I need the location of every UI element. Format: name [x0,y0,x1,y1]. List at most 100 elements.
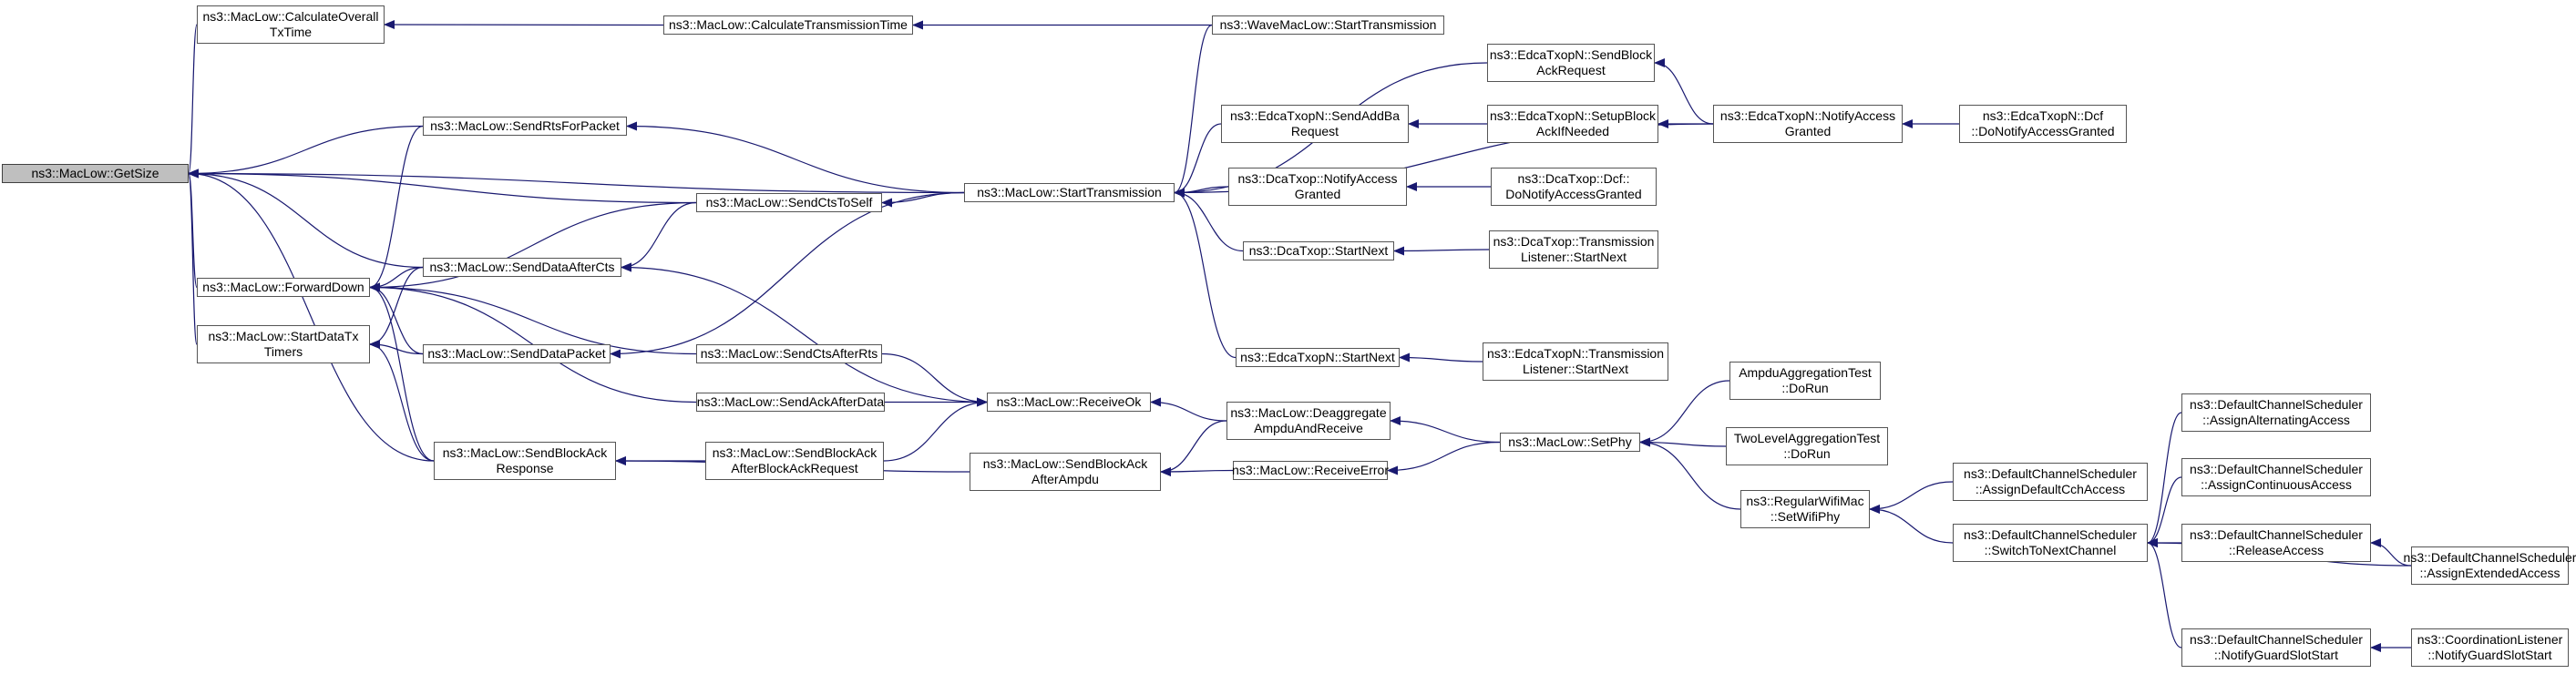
node-ctsToSelf[interactable]: ns3::MacLow::SendCtsToSelf [696,193,882,212]
edge-setPhy-to-receiveError [1387,441,1501,475]
node-label: ns3::MacLow::GetSize [31,166,159,180]
node-label: ::NotifyGuardSlotStart [2213,648,2339,662]
node-label: ns3::MacLow::StartTransmission [977,185,1162,199]
edge-startDataTimers-to-getsize [188,168,200,345]
node-schedContinuous[interactable]: ns3::DefaultChannelScheduler::AssignCont… [2181,458,2371,496]
node-dataPacket[interactable]: ns3::MacLow::SendDataPacket [423,344,611,363]
node-label: Timers [263,344,303,359]
edge-calcTx-to-calcOverall [384,20,664,30]
node-dcaDcf[interactable]: ns3::DcaTxop::Dcf::DoNotifyAccessGranted [1491,168,1657,206]
node-label: ns3::EdcaTxopN::SetupBlock [1489,108,1657,123]
edge-blockAckAfterReq-to-receiveOk [883,397,988,462]
edge-setPhy-to-deaggregate [1390,416,1501,444]
node-schedAlternating[interactable]: ns3::DefaultChannelScheduler::AssignAlte… [2181,393,2371,432]
edge-startTx-to-rtsPacket [626,121,965,194]
node-label: ns3::MacLow::ForwardDown [202,280,364,294]
node-startTx[interactable]: ns3::MacLow::StartTransmission [964,183,1175,202]
node-label: Listener::StartNext [1521,250,1627,264]
node-label: ::NotifyGuardSlotStart [2427,648,2552,662]
node-label: Granted [1784,124,1832,138]
node-ctsAfterRts[interactable]: ns3::MacLow::SendCtsAfterRts [696,344,882,363]
edge-schedSwitch-to-regularSetPhy [1869,505,1954,544]
edge-dcaStartNext-to-startTx [1174,188,1244,252]
node-label: ns3::MacLow::StartDataTx [208,329,359,343]
node-label: Listener::StartNext [1523,362,1628,376]
node-label: ns3::MacLow::SendAckAfterData [696,394,885,409]
node-edcaStartNext[interactable]: ns3::EdcaTxopN::StartNext [1236,348,1400,367]
node-ampduTest[interactable]: AmpduAggregationTest::DoRun [1729,362,1881,400]
edge-blockAckResp-to-getsize [188,168,435,462]
edge-rtsPacket-to-forwardDown [369,125,424,292]
edge-startTx-to-getsize [188,168,965,194]
node-label: ns3::MacLow::SendCtsToSelf [705,195,873,209]
node-coordGuard[interactable]: ns3::CoordinationListener::NotifyGuardSl… [2411,628,2569,667]
node-receiveOk[interactable]: ns3::MacLow::ReceiveOk [987,393,1151,412]
edge-ampduTest-to-setPhy [1639,380,1730,447]
node-schedRelease[interactable]: ns3::DefaultChannelScheduler::ReleaseAcc… [2181,524,2371,562]
edge-blockAckResp-to-startDataTimers [369,340,435,462]
node-waveStart[interactable]: ns3::WaveMacLow::StartTransmission [1212,15,1444,35]
edge-deaggregate-to-blockAckAfterAmpdu [1160,420,1227,476]
edge-schedGuard-to-schedSwitch [2147,538,2182,648]
node-label: ns3::DefaultChannelScheduler [2190,397,2363,412]
node-schedExtended[interactable]: ns3::DefaultChannelScheduler::AssignExte… [2404,546,2576,585]
edge-ctsToSelf-to-forwardDown [369,201,697,292]
node-label: ::AssignAlternatingAccess [2202,413,2350,427]
node-schedGuard[interactable]: ns3::DefaultChannelScheduler::NotifyGuar… [2181,628,2371,667]
edge-startTx-to-ctsToSelf [881,191,965,208]
node-label: ::SwitchToNextChannel [1984,543,2117,557]
node-label: ns3::EdcaTxopN::SendBlock [1489,47,1653,62]
node-calcTx[interactable]: ns3::MacLow::CalculateTransmissionTime [663,15,913,35]
node-setPhy[interactable]: ns3::MacLow::SetPhy [1500,433,1640,452]
edge-schedAlternating-to-schedSwitch [2147,412,2182,547]
node-label: ::ReleaseAccess [2228,543,2325,557]
node-forwardDown[interactable]: ns3::MacLow::ForwardDown [197,278,370,297]
node-dcaStartNext[interactable]: ns3::DcaTxop::StartNext [1243,241,1394,260]
edge-ctsToSelf-to-dataAfterCts [621,201,697,272]
node-label: AfterAmpdu [1031,472,1099,486]
node-label: ns3::DefaultChannelScheduler [1964,466,2137,481]
node-label: AmpduAndReceive [1254,421,1363,435]
node-ackAfterData[interactable]: ns3::MacLow::SendAckAfterData [696,393,885,412]
node-schedAssignDefault[interactable]: ns3::DefaultChannelScheduler::AssignDefa… [1953,463,2148,501]
node-label: ::AssignExtendedAccess [2419,566,2561,580]
node-receiveError[interactable]: ns3::MacLow::ReceiveError [1232,461,1389,480]
node-label: ::DoNotifyAccessGranted [1971,124,2115,138]
node-label: ns3::EdcaTxopN::StartNext [1240,350,1395,364]
node-getsize[interactable]: ns3::MacLow::GetSize [2,164,189,183]
edge-twoLevelTest-to-setPhy [1639,437,1727,447]
node-label: ns3::DefaultChannelScheduler [2403,550,2576,565]
node-twoLevelTest[interactable]: TwoLevelAggregationTest::DoRun [1726,427,1888,465]
edge-ctsToSelf-to-getsize [188,168,697,204]
node-label: ns3::EdcaTxopN::Transmission [1487,346,1664,361]
node-edcaDcf[interactable]: ns3::EdcaTxopN::Dcf::DoNotifyAccessGrant… [1959,105,2127,143]
node-regularSetPhy[interactable]: ns3::RegularWifiMac::SetWifiPhy [1740,490,1870,528]
edge-startTx-to-dataPacket [610,191,965,359]
node-label: ns3::DcaTxop::Transmission [1493,234,1655,249]
edge-receiveError-to-blockAckAfterAmpdu [1160,466,1234,476]
node-schedSwitch[interactable]: ns3::DefaultChannelScheduler::SwitchToNe… [1953,524,2148,562]
node-label: AmpduAggregationTest [1739,365,1872,380]
node-label: ns3::EdcaTxopN::Dcf [1982,108,2104,123]
node-dataAfterCts[interactable]: ns3::MacLow::SendDataAfterCts [423,258,621,277]
node-label: ns3::MacLow::SendRtsForPacket [430,118,620,133]
node-rtsPacket[interactable]: ns3::MacLow::SendRtsForPacket [423,117,627,136]
edge-schedContinuous-to-schedSwitch [2147,476,2182,547]
node-label: ns3::RegularWifiMac [1746,494,1864,508]
edge-dcaListener-to-dcaStartNext [1393,246,1490,256]
